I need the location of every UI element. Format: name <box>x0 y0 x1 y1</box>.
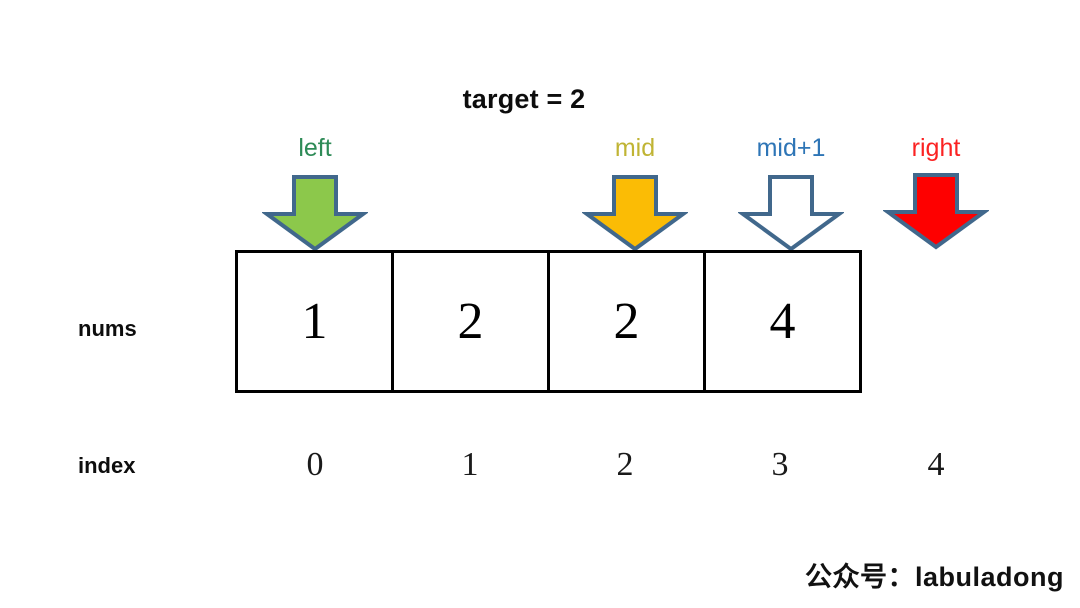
pointer-label-right: right <box>911 134 961 162</box>
down-arrow-icon-mid-plus-1 <box>738 174 844 252</box>
pointer-label-left: left <box>298 134 332 162</box>
array-cell: 2 <box>394 253 550 390</box>
row-label-index: index <box>78 453 136 478</box>
array-cell: 4 <box>769 293 796 350</box>
array-cell: 2 <box>550 253 706 390</box>
index-number: 2 <box>616 446 634 483</box>
down-arrow-icon-mid <box>582 174 688 252</box>
watermark-label: 公众号：labuladong <box>805 562 1064 592</box>
down-arrow-icon-right <box>883 172 989 250</box>
pointer-label-mid: mid <box>614 134 656 162</box>
index-number: 0 <box>306 446 324 483</box>
array-grid: 1 2 2 4 <box>235 250 862 393</box>
row-label-nums: nums <box>78 316 137 341</box>
pointer-label-mid-plus-1: mid+1 <box>756 134 826 162</box>
index-number: 1 <box>461 446 479 483</box>
index-number: 4 <box>927 446 945 483</box>
down-arrow-icon-left <box>262 174 368 252</box>
index-number: 3 <box>771 446 789 483</box>
target-title: target = 2 <box>462 84 586 114</box>
array-cell: 1 <box>238 253 394 390</box>
